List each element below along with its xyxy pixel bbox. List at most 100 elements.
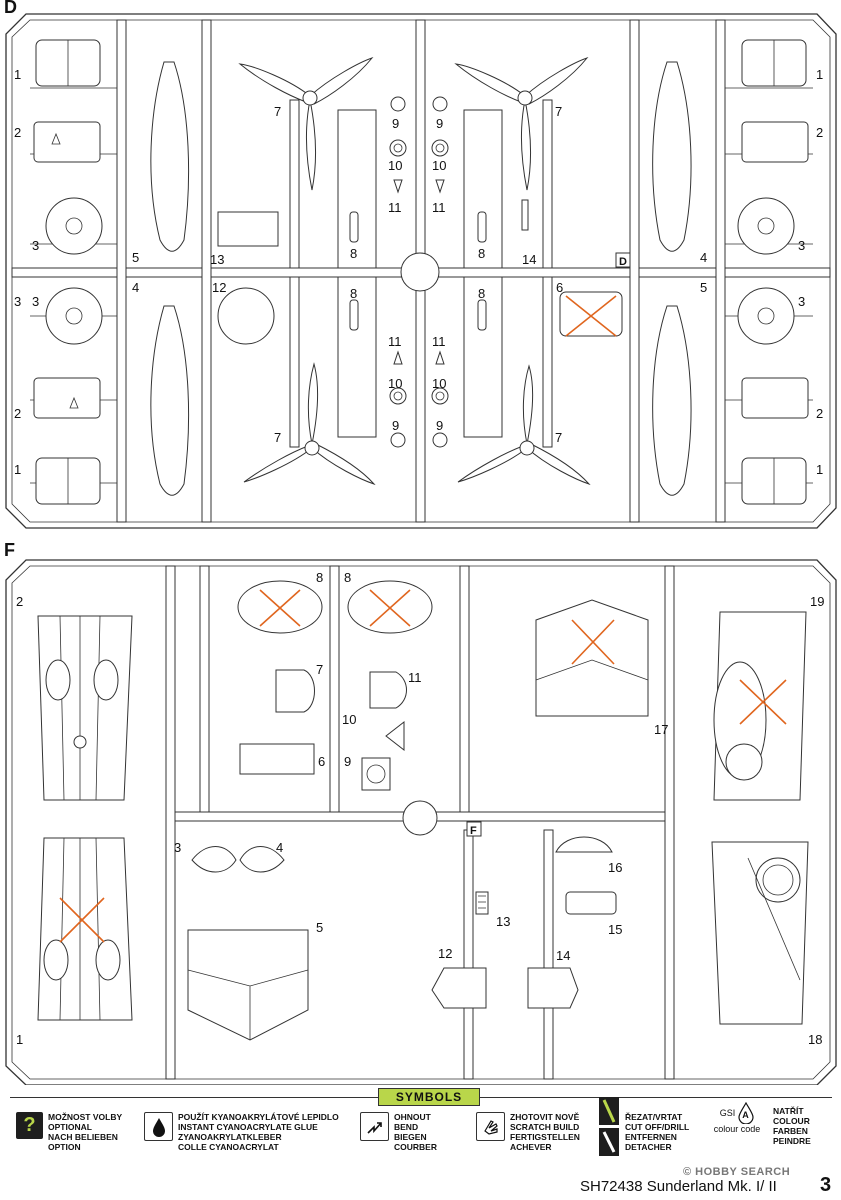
- symbol-text: POUŽÍT KYANOAKRYLÁTOVÉ LEPIDLO: [178, 1112, 339, 1122]
- part-number: 2: [16, 594, 23, 609]
- symbol-glue: POUŽÍT KYANOAKRYLÁTOVÉ LEPIDLO INSTANT C…: [144, 1112, 339, 1152]
- part-f9: [361, 757, 391, 791]
- part-number: 9: [436, 418, 443, 433]
- sprue-d-divider: [715, 19, 726, 523]
- part-number: 13: [496, 914, 510, 929]
- gsi-label: GSI: [719, 1107, 736, 1118]
- symbol-text: MOŽNOST VOLBY: [48, 1112, 123, 1122]
- part-d7: [238, 56, 374, 191]
- symbol-text: NACH BELIEBEN: [48, 1132, 118, 1142]
- part-d7-b: [243, 362, 376, 486]
- part-number: 3: [798, 238, 805, 253]
- part-number: 5: [700, 280, 707, 295]
- part-number: 4: [276, 840, 283, 855]
- scratch-hand-icon: [476, 1112, 505, 1141]
- part-number: 9: [436, 116, 443, 131]
- part-number: 7: [555, 430, 562, 445]
- sprue-d-divider: [629, 19, 640, 523]
- part-f12: [431, 967, 487, 1009]
- part-number: 10: [342, 712, 356, 727]
- sprue-f-hub: [402, 800, 438, 836]
- part-f13: [475, 891, 489, 915]
- symbol-text: NATŘÍT: [773, 1106, 804, 1116]
- part-number: 3: [798, 294, 805, 309]
- part-f15: [565, 891, 617, 915]
- part-d7-rb: [457, 364, 591, 486]
- part-number: 1: [14, 67, 21, 82]
- sprue-f: F: [5, 559, 837, 1085]
- symbol-text: ENTFERNEN: [625, 1132, 677, 1142]
- color-drop-icon: A: [738, 1101, 754, 1125]
- part-number: 19: [810, 594, 824, 609]
- part-number: 17: [654, 722, 668, 737]
- sprue-diagram: D: [5, 13, 837, 1085]
- part-number: 7: [274, 430, 281, 445]
- symbol-text: COLOUR: [773, 1116, 810, 1126]
- question-icon: ?: [16, 1112, 43, 1139]
- part-d2-rb: [741, 377, 809, 419]
- part-f17: [535, 599, 649, 717]
- symbol-text: DETACHER: [625, 1142, 672, 1152]
- symbol-text: BIEGEN: [394, 1132, 427, 1142]
- symbol-text: ŘEZAT/VRTAT: [625, 1112, 683, 1122]
- sprue-f-part-numbers: 2 8 8 7 11 10 6 9 17 19 3 4 5 1 12 13 14…: [16, 570, 824, 1047]
- part-number: 8: [478, 246, 485, 261]
- part-f16: [555, 836, 613, 853]
- kit-title: SH72438 Sunderland Mk. I/ II: [580, 1178, 777, 1195]
- part-number: 15: [608, 922, 622, 937]
- part-number: 3: [32, 238, 39, 253]
- symbol-text: BEND: [394, 1122, 419, 1132]
- part-number: 1: [14, 462, 21, 477]
- part-number: 11: [408, 670, 422, 685]
- sprue-f-frame: [5, 559, 837, 1085]
- part-d2: [33, 121, 101, 163]
- part-number: 10: [432, 376, 446, 391]
- sprue-f-tab: F: [470, 825, 477, 837]
- sprue-d-part-numbers: 1 2 3 5 7 9 10 11 8 13 9 10 11 7 8 14 4 …: [14, 67, 823, 477]
- part-f3: [191, 846, 237, 873]
- part-number: 1: [16, 1032, 23, 1047]
- sprue-d-hub: [400, 252, 440, 292]
- sprue-d-divider: [201, 19, 212, 523]
- part-f1-remove-mark: [59, 897, 105, 943]
- part-f5: [187, 929, 309, 1041]
- part-number: 11: [432, 334, 446, 349]
- watermark: © HOBBY SEARCH: [683, 1166, 791, 1178]
- part-d4-r: [652, 61, 692, 252]
- part-d4: [150, 305, 190, 496]
- part-number: 14: [556, 948, 570, 963]
- part-number: 5: [132, 250, 139, 265]
- symbol-text: FERTIGSTELLEN: [510, 1132, 580, 1142]
- part-f4: [239, 846, 285, 873]
- sprue-d: D: [5, 13, 837, 529]
- part-number: 6: [318, 754, 325, 769]
- part-d3: [45, 197, 103, 255]
- part-d2-b: [33, 377, 101, 419]
- sprue-d-letter: D: [4, 0, 17, 17]
- part-f6: [239, 743, 315, 775]
- part-number: 12: [212, 280, 226, 295]
- symbol-optional: ? MOŽNOST VOLBY OPTIONAL NACH BELIEBEN O…: [16, 1112, 122, 1152]
- knife-cut-icon: [598, 1096, 620, 1158]
- symbol-text: CUT OFF/DRILL: [625, 1122, 690, 1132]
- part-f11: [369, 671, 407, 709]
- sprue-d-divider: [116, 19, 127, 523]
- part-number: 7: [274, 104, 281, 119]
- part-number: 5: [316, 920, 323, 935]
- symbol-text: ZYANOAKRYLATKLEBER: [178, 1132, 282, 1142]
- part-number: 7: [555, 104, 562, 119]
- symbol-text: OPTION: [48, 1142, 81, 1152]
- part-number: 3: [14, 294, 21, 309]
- part-number: 2: [816, 125, 823, 140]
- bend-arrow-icon: [360, 1112, 389, 1141]
- part-number: 11: [388, 334, 402, 349]
- part-number: 3: [174, 840, 181, 855]
- sprue-d-inner-frame: [11, 19, 831, 523]
- symbol-text: COLLE CYANOACRYLAT: [178, 1142, 279, 1152]
- part-number: 7: [316, 662, 323, 677]
- part-number: 3: [32, 294, 39, 309]
- symbol-text: INSTANT CYANOACRYLATE GLUE: [178, 1122, 318, 1132]
- symbol-cut: ŘEZAT/VRTAT CUT OFF/DRILL ENTFERNEN DETA…: [598, 1096, 689, 1158]
- sprue-f-inner-frame: [11, 565, 831, 1080]
- part-d6-remove-mark: [565, 295, 617, 337]
